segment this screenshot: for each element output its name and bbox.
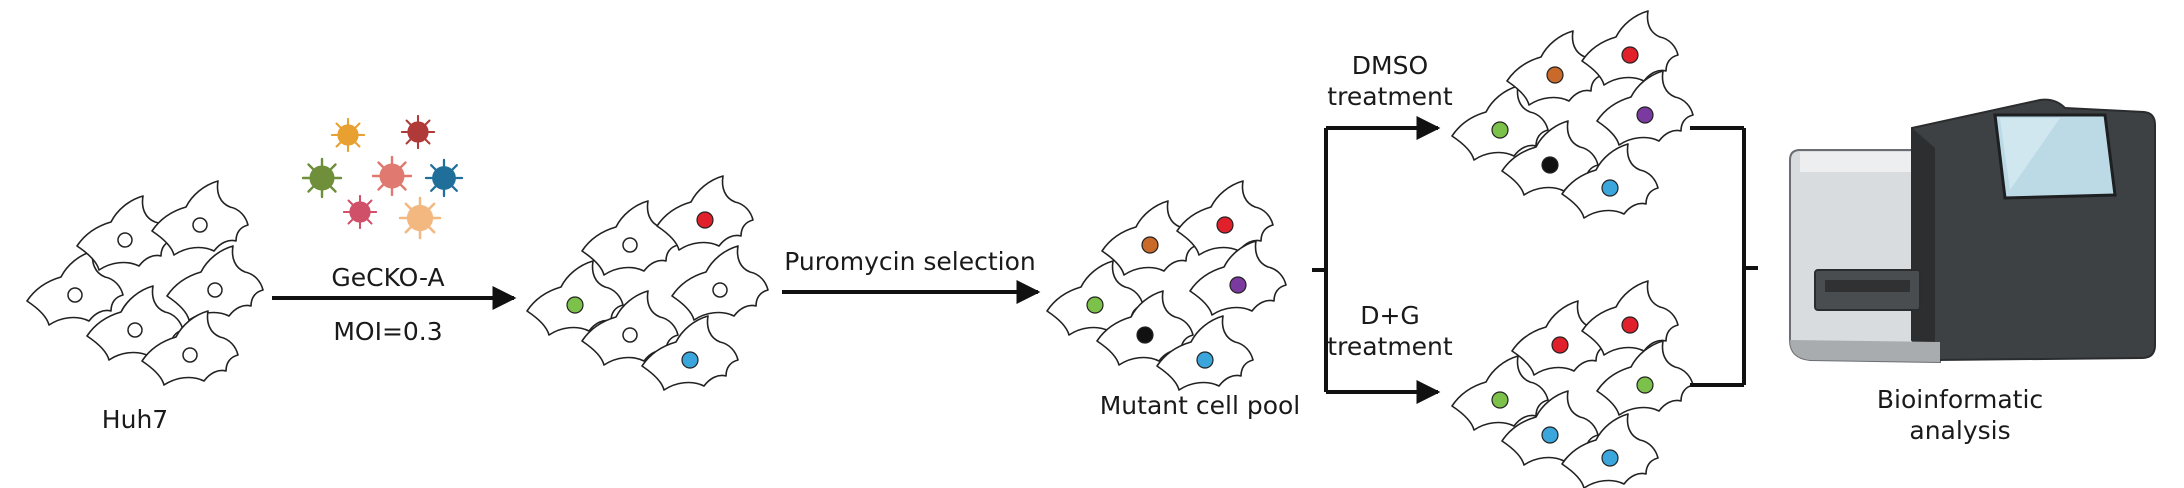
cell-icon	[1096, 290, 1194, 366]
huh7-label: Huh7	[101, 405, 169, 434]
cell-icon	[151, 180, 249, 256]
dmso-label-line2: treatment	[1327, 82, 1453, 112]
dg-label-line1: D+G	[1360, 301, 1420, 330]
moi-label: MOI=0.3	[333, 317, 443, 346]
cell-icon	[1189, 240, 1287, 316]
cell-icon	[76, 195, 174, 271]
huh7-cell-group	[26, 180, 264, 386]
cell-icon	[1101, 200, 1199, 276]
bioinformatic-label-line2: analysis	[1909, 416, 2011, 446]
cell-icon	[1451, 355, 1549, 431]
cell-icon	[1501, 390, 1599, 466]
virus-icon	[342, 194, 378, 230]
cell-icon	[26, 250, 124, 326]
cell-icon	[1176, 180, 1274, 256]
cell-icon	[656, 175, 754, 251]
dg-label: D+G treatment	[1327, 300, 1452, 363]
cell-icon	[1046, 260, 1144, 336]
cell-icon	[671, 245, 769, 321]
cell-icon	[1156, 315, 1254, 391]
cell-icon	[1451, 85, 1549, 161]
virus-icon	[400, 114, 436, 150]
mutant-pool-label: Mutant cell pool	[1099, 391, 1301, 420]
cell-icon	[1561, 143, 1659, 219]
virus-icon	[398, 196, 442, 240]
dmso-cell-group	[1451, 10, 1694, 219]
puromycin-label: Puromycin selection	[784, 247, 1036, 276]
cell-icon	[1581, 280, 1679, 356]
dg-label-line2: treatment	[1327, 332, 1453, 362]
cell-icon	[1581, 10, 1679, 86]
mutant-cell-group	[1046, 180, 1287, 391]
virus-cluster	[301, 114, 464, 240]
dg-cell-group	[1451, 280, 1694, 488]
dmso-label: DMSO treatment	[1327, 50, 1452, 113]
transduced-cell-group	[526, 175, 769, 391]
cell-icon	[1506, 30, 1604, 106]
virus-icon	[330, 117, 366, 153]
cell-icon	[1561, 413, 1659, 488]
virus-icon	[371, 155, 413, 197]
cell-icon	[166, 245, 264, 321]
cell-icon	[141, 310, 239, 386]
bioinformatic-label: Bioinformatic analysis	[1877, 384, 2043, 447]
split-bracket	[1312, 116, 1441, 404]
cell-icon	[526, 260, 624, 336]
cell-icon	[581, 290, 679, 366]
cell-icon	[1511, 300, 1609, 376]
dmso-label-line1: DMSO	[1351, 51, 1429, 80]
cell-icon	[1501, 120, 1599, 196]
cell-icon	[641, 315, 739, 391]
cell-icon	[86, 285, 184, 361]
cell-icon	[581, 200, 679, 276]
virus-icon	[424, 158, 464, 198]
cell-icon	[1596, 70, 1694, 146]
cell-icon	[1596, 340, 1694, 416]
merge-bracket	[1690, 126, 1758, 387]
sequencer-icon	[1789, 98, 2156, 364]
bioinformatic-label-line1: Bioinformatic	[1876, 385, 2044, 414]
virus-icon	[301, 157, 343, 199]
gecko-label: GeCKO-A	[331, 263, 445, 292]
